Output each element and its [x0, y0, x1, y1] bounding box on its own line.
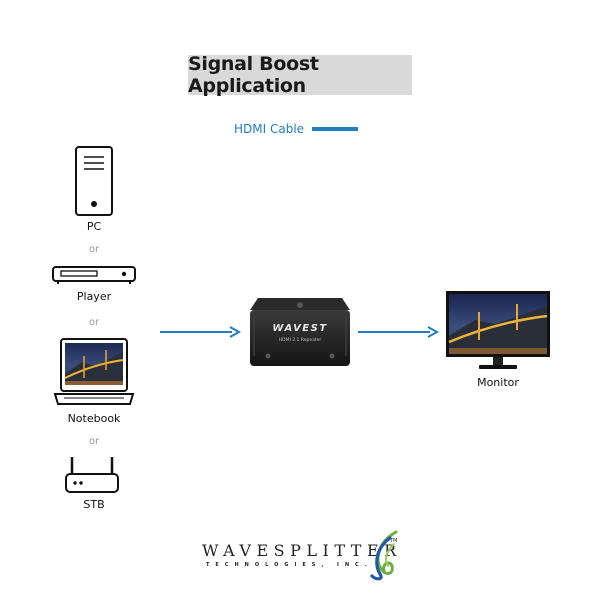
- diagram-title: Signal Boost Application: [188, 53, 319, 97]
- hdmi-repeater-device-icon: WAVEST HDMI 2.1 Repeater: [250, 298, 350, 366]
- logo-wordmark: WAVESPLITTER: [202, 541, 402, 560]
- hdmi-cable-arrow-out: [358, 326, 440, 338]
- source-label-notebook: Notebook: [67, 412, 121, 425]
- legend-label: HDMI Cable: [234, 122, 305, 136]
- source-label-stb: STB: [83, 498, 105, 511]
- device-model-text: HDMI 2.1 Repeater: [279, 337, 322, 343]
- device-brand-text: WAVEST: [272, 323, 327, 334]
- title-box: Signal Boost Application: [188, 53, 412, 97]
- hdmi-cable-arrow-in: [160, 326, 242, 338]
- separator-or-1: or: [88, 244, 100, 255]
- pc-tower-icon: [75, 146, 113, 216]
- wavesplitter-swirl-icon: [370, 530, 398, 581]
- media-player-icon: [52, 266, 136, 284]
- separator-or-3: or: [88, 436, 100, 447]
- logo-trademark: TM: [390, 538, 398, 544]
- notebook-laptop-icon: [53, 338, 135, 405]
- logo-tagline: TECHNOLOGIES, INC.: [206, 562, 373, 568]
- separator-or-2: or: [88, 317, 100, 328]
- source-label-player: Player: [76, 290, 112, 303]
- legend: HDMI Cable: [234, 119, 359, 139]
- source-label-pc: PC: [86, 220, 102, 233]
- set-top-box-icon: [65, 457, 119, 493]
- sink-label-monitor: Monitor: [477, 376, 519, 389]
- legend-cable-line: [312, 127, 359, 131]
- monitor-icon: [446, 291, 550, 369]
